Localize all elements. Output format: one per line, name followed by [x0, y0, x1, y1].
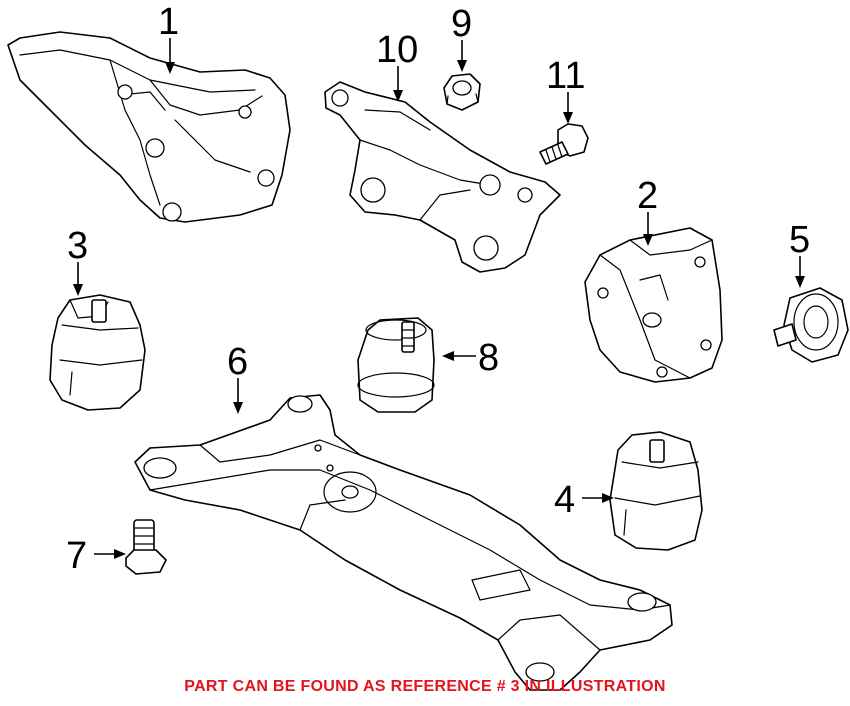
part-3-engine-mount [49, 294, 146, 411]
callout-3: 3 [67, 225, 88, 267]
part-9-nut [443, 73, 481, 111]
callout-leaders [73, 38, 805, 559]
part-6-crossmember [134, 394, 673, 691]
callout-2: 2 [637, 175, 658, 217]
part-8-isolator [357, 317, 435, 413]
callout-4: 4 [554, 479, 575, 521]
part-4-engine-mount [609, 431, 703, 551]
part-1-engine-bracket [7, 31, 291, 223]
part-11-bolt [539, 123, 589, 165]
callout-9: 9 [451, 3, 472, 45]
part-2-transmission-mount [584, 227, 723, 383]
callout-5: 5 [789, 219, 810, 261]
callout-7: 7 [66, 535, 87, 577]
callout-1: 1 [158, 1, 179, 43]
callout-8: 8 [478, 337, 499, 379]
callout-11: 11 [546, 55, 585, 97]
part-5-bushing [773, 287, 849, 363]
part-10-transmission-bracket [324, 81, 561, 273]
reference-footnote: PART CAN BE FOUND AS REFERENCE # 3 IN IL… [184, 678, 666, 695]
callout-10: 10 [376, 29, 418, 71]
callout-6: 6 [227, 341, 248, 383]
part-7-bolt [125, 519, 167, 575]
